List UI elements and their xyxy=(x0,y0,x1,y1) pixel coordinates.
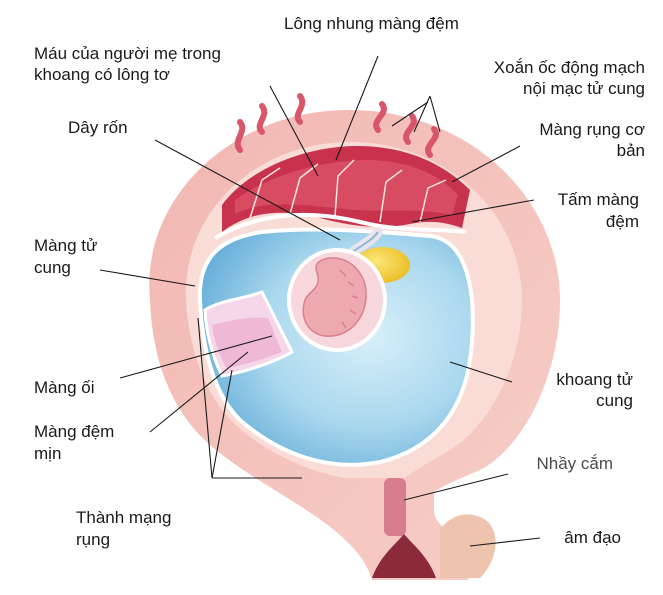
label-mang-tu-cung-line1: Màng tử xyxy=(34,236,97,256)
label-long-nhung-mang-dem: Lông nhung màng đệm xyxy=(284,14,459,34)
label-mau-cua-nguoi-me-line2: khoang có lông tơ xyxy=(34,65,170,85)
label-am-dao: âm đạo xyxy=(564,528,621,548)
label-mang-tu-cung-line2: cung xyxy=(34,258,71,278)
label-mang-rung-co-ban-line2: bản xyxy=(617,141,645,161)
label-khoang-tu-cung-line2: cung xyxy=(596,391,633,411)
label-mang-rung-co-ban-line1: Màng rụng cơ xyxy=(539,120,645,140)
label-mang-dem-min-line2: mịn xyxy=(34,444,61,464)
label-xoan-oc-line1: Xoắn ốc động mạch xyxy=(494,58,645,78)
label-tam-mang-dem-line1: Tấm màng xyxy=(558,190,639,210)
label-nhay-cam: Nhầy cắm xyxy=(536,454,613,474)
label-day-ron: Dây rốn xyxy=(68,118,128,138)
label-tam-mang-dem-line2: đệm xyxy=(606,212,639,232)
label-mang-dem-min-line1: Màng đệm xyxy=(34,422,114,442)
label-mang-oi: Màng ối xyxy=(34,378,94,398)
label-mau-cua-nguoi-me-line1: Máu của người mẹ trong xyxy=(34,44,221,64)
label-xoan-oc-line2: nội mạc tử cung xyxy=(523,79,645,99)
label-thanh-mang-rung-line2: rụng xyxy=(76,530,110,550)
label-thanh-mang-rung-line1: Thành mạng xyxy=(76,508,171,528)
label-khoang-tu-cung-line1: khoang tử xyxy=(556,370,633,390)
vagina xyxy=(440,514,496,578)
cervical-mucus-plug xyxy=(384,478,406,536)
